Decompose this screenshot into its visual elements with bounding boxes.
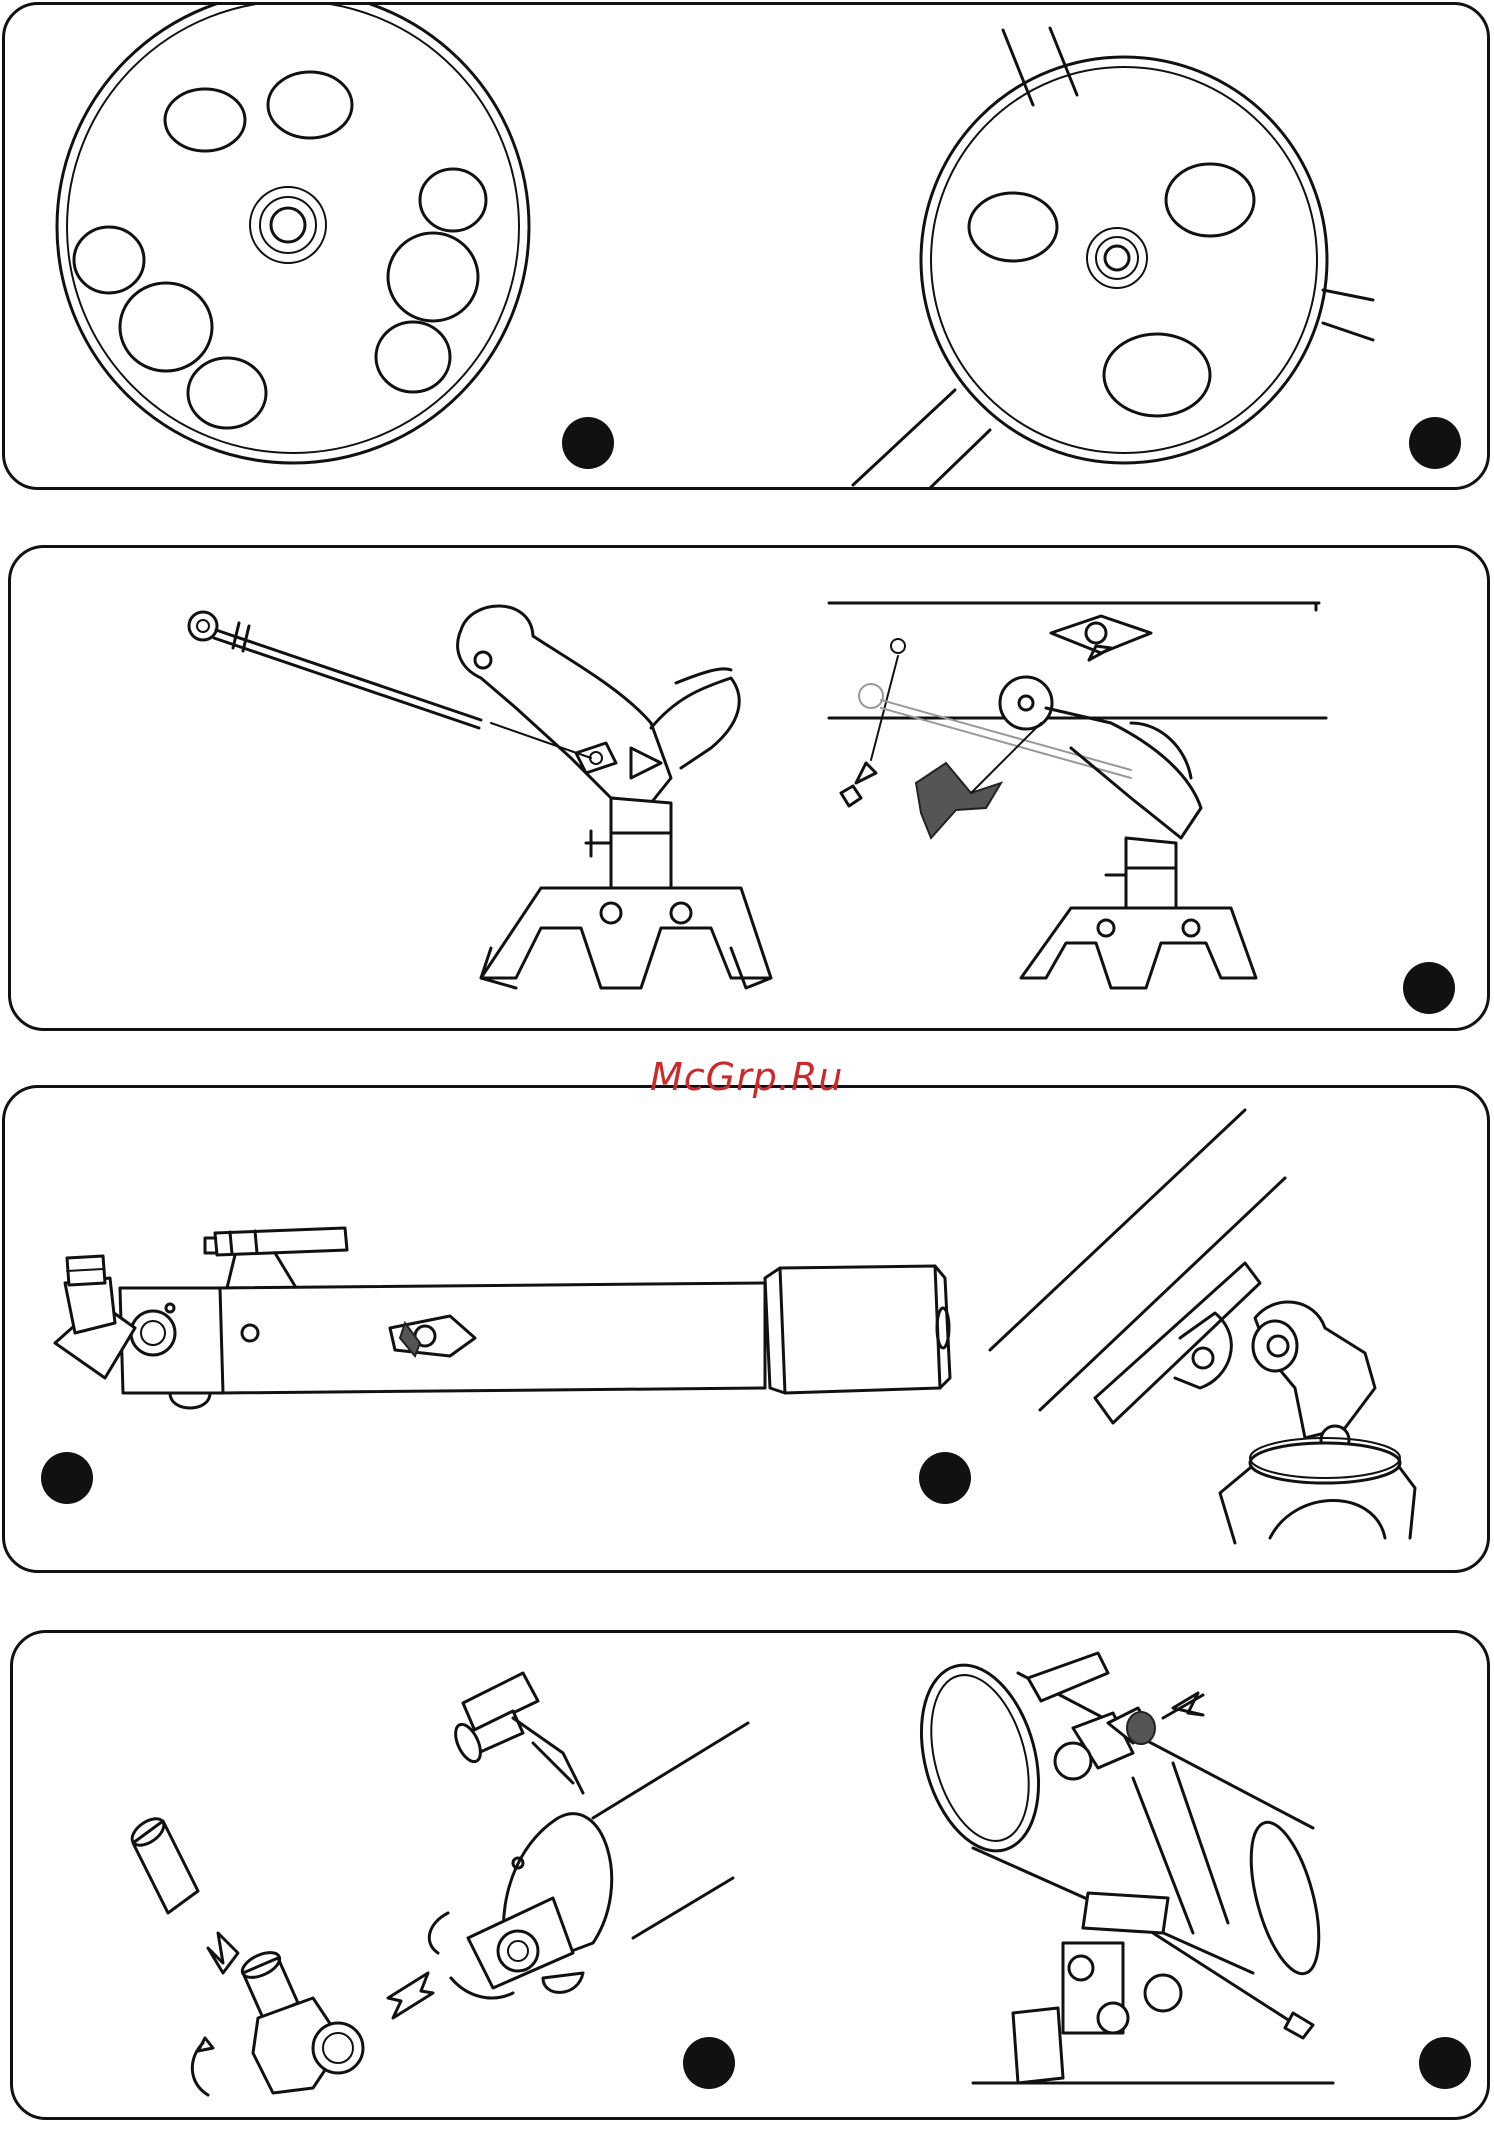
- reflector-eyepiece-install: [902, 1652, 1333, 2083]
- accessory-tray-large: [57, 5, 529, 463]
- mount-assembly: [829, 603, 1326, 988]
- step-marker-4: [41, 1452, 93, 1504]
- panel-1-drawing: [5, 5, 1490, 490]
- accessory-tray-small: [853, 28, 1373, 490]
- step-marker-7: [1419, 2037, 1471, 2089]
- focuser-tube: [429, 1673, 748, 1998]
- diagonal-install: [128, 1813, 433, 2095]
- refractor-tube: [55, 1228, 950, 1408]
- panel-4-drawing: [13, 1633, 1490, 2120]
- panel-1: [2, 2, 1490, 490]
- watermark-text: McGrp.Ru: [650, 1055, 843, 1099]
- panel-3-drawing: [5, 1088, 1490, 1573]
- mount-with-rod: [189, 606, 771, 988]
- panel-2: [8, 545, 1490, 1031]
- panel-4: [10, 1630, 1490, 2120]
- tube-mount-detail: [990, 1110, 1415, 1543]
- step-marker-3: [1403, 962, 1455, 1014]
- step-marker-6: [683, 2037, 735, 2089]
- step-marker-1: [562, 417, 614, 469]
- panel-3: [2, 1085, 1490, 1573]
- panel-2-drawing: [11, 548, 1490, 1031]
- step-marker-2: [1409, 417, 1461, 469]
- step-marker-5: [919, 1452, 971, 1504]
